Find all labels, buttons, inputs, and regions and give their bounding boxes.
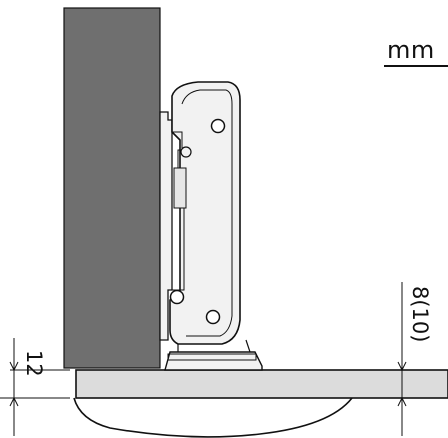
- hinge-pivot-upper: [180, 146, 192, 158]
- unit-label-underline: [384, 65, 448, 67]
- dim-left-arrow-down: [9, 361, 19, 372]
- hinge-base-strip: [167, 353, 257, 361]
- dimension-value-door-thickness: 8(10): [408, 286, 432, 343]
- hinge-body: [169, 81, 241, 345]
- hinge-spring-block: [173, 167, 187, 209]
- screw-hole-upper: [210, 118, 226, 134]
- dim-right-arrow-up: [397, 396, 407, 407]
- door-curved-profile: [73, 397, 353, 438]
- dim-left-arrow-up: [9, 396, 19, 407]
- hinge-pivot-lower: [169, 289, 185, 305]
- hinge-body-inner-edge: [181, 89, 233, 337]
- unit-label: mm: [387, 36, 435, 64]
- cabinet-side-panel: [63, 7, 161, 369]
- dimension-label-overlay-gap: 12: [10, 350, 46, 377]
- dim-right-arrow-down: [397, 361, 407, 372]
- hinge-base-plate: [164, 351, 263, 371]
- dimension-label-door-thickness: 8(10): [408, 286, 432, 342]
- dimension-value-overlay-gap: 12: [22, 350, 46, 377]
- screw-hole-lower: [205, 309, 221, 325]
- hinge-cup-connection: [177, 339, 251, 353]
- door-panel: [75, 369, 448, 399]
